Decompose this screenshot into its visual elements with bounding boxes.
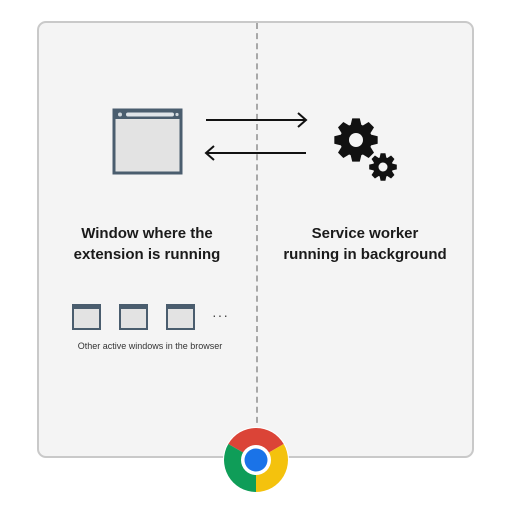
message-arrows bbox=[204, 112, 308, 161]
gear-hole bbox=[378, 162, 388, 172]
small-window-icon bbox=[166, 304, 195, 330]
small-window-icon bbox=[72, 304, 101, 330]
large-gear-icon bbox=[334, 118, 378, 162]
chrome-logo bbox=[223, 427, 289, 493]
dashed-divider bbox=[256, 23, 258, 433]
other-windows-caption: Other active windows in the browser bbox=[77, 341, 223, 351]
gears-icon bbox=[334, 118, 397, 181]
gear-hole bbox=[349, 133, 363, 147]
left-heading: Window where the extension is running bbox=[73, 225, 221, 263]
right-heading: Service worker running in background bbox=[283, 225, 447, 263]
small-window-icon bbox=[119, 304, 148, 330]
small-gear-icon bbox=[369, 153, 397, 181]
arrow-right-icon bbox=[206, 112, 308, 128]
arrow-left-icon bbox=[204, 145, 306, 161]
diagram-frame bbox=[37, 21, 474, 458]
more-windows-ellipsis: ··· bbox=[212, 307, 229, 323]
browser-window-icon bbox=[112, 108, 183, 175]
